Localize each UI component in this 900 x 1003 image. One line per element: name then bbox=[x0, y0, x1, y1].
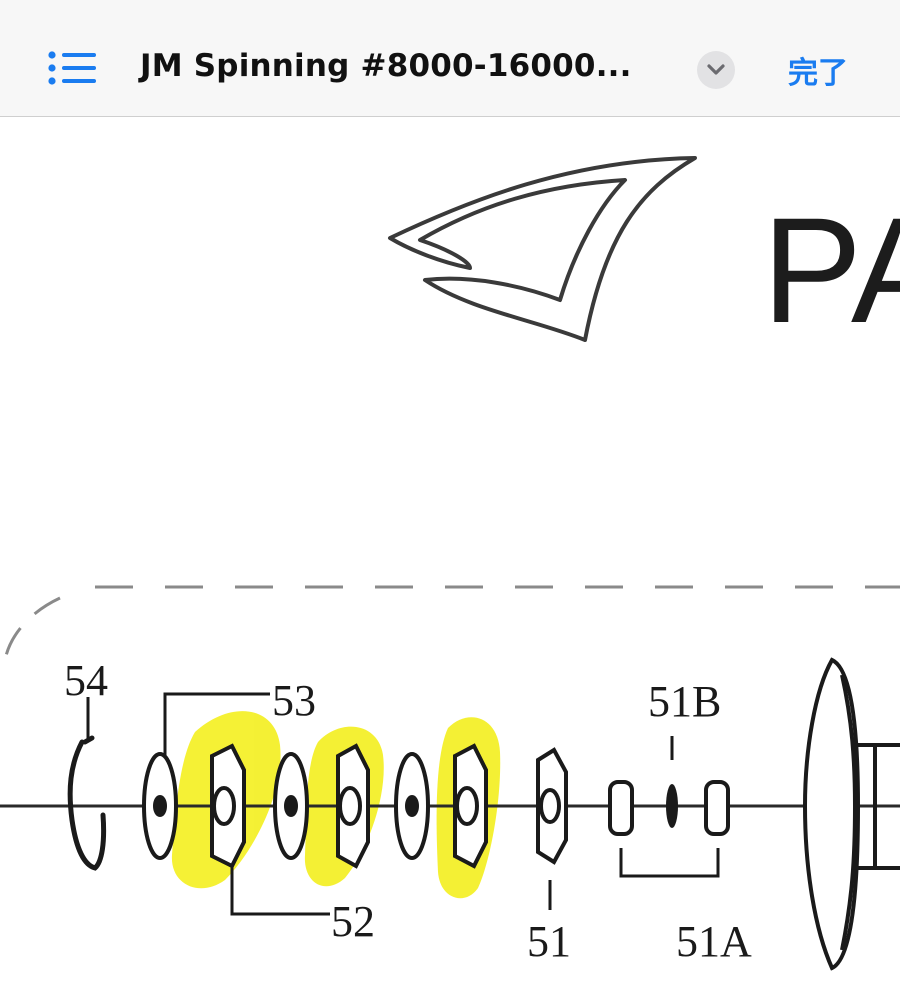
brand-text: PA bbox=[762, 186, 900, 354]
section-border bbox=[3, 585, 900, 661]
label-51a: 51A bbox=[676, 917, 752, 966]
brand-logo bbox=[388, 156, 697, 342]
done-button[interactable]: 完了 bbox=[788, 56, 848, 91]
label-51: 51 bbox=[527, 917, 571, 966]
label-53: 53 bbox=[272, 676, 316, 725]
list-icon bbox=[48, 51, 96, 85]
bracket-51a bbox=[619, 848, 720, 878]
part-51-nut bbox=[536, 747, 568, 865]
label-52: 52 bbox=[331, 897, 375, 946]
part-54-clip bbox=[67, 735, 107, 871]
label-54: 54 bbox=[64, 656, 108, 705]
document-title[interactable]: JM Spinning #8000-16000... bbox=[140, 48, 632, 84]
part-51a-bearings bbox=[608, 780, 730, 836]
bracket-53 bbox=[163, 692, 270, 756]
list-button[interactable] bbox=[44, 48, 100, 88]
title-menu-button[interactable] bbox=[697, 51, 735, 89]
part-53-washers bbox=[142, 752, 430, 860]
label-51b: 51B bbox=[648, 677, 721, 726]
chevron-down-icon bbox=[707, 64, 725, 75]
document-page: PA 54 53 bbox=[0, 117, 900, 1003]
part-spool bbox=[802, 657, 900, 971]
part-52-nuts bbox=[210, 743, 488, 869]
part-51b-ring bbox=[666, 784, 678, 828]
top-navigation-bar: JM Spinning #8000-16000... 完了 bbox=[0, 0, 900, 117]
parts-diagram: PA 54 53 bbox=[0, 156, 900, 971]
bracket-52 bbox=[230, 866, 330, 916]
